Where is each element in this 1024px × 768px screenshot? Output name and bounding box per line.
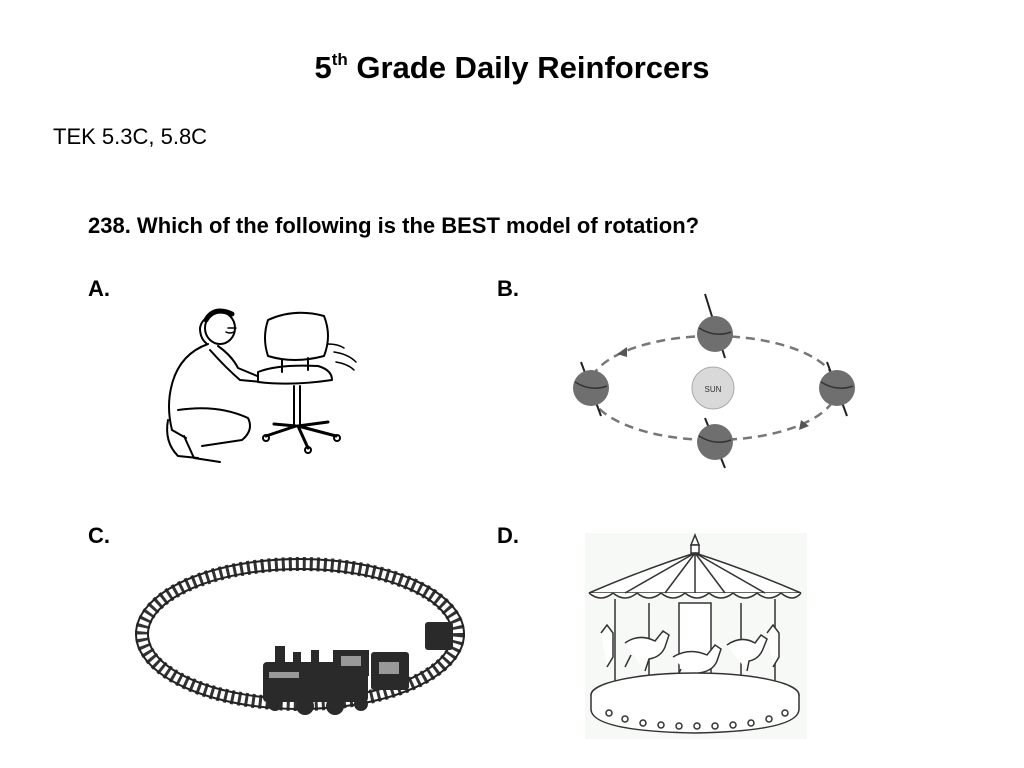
toy-train-picture	[135, 557, 465, 715]
title-superscript: th	[331, 50, 348, 69]
page-title: 5th Grade Daily Reinforcers	[0, 50, 1024, 86]
spinning-chair-picture	[166, 308, 357, 463]
option-c-label: C.	[88, 523, 110, 548]
title-number: 5	[314, 50, 332, 85]
sun-label: SUN	[705, 385, 722, 394]
option-d-label: D.	[497, 523, 519, 548]
carousel-picture	[585, 533, 807, 739]
orbit-diagram-picture: SUN	[573, 293, 855, 469]
title-text: Grade Daily Reinforcers	[347, 50, 710, 85]
option-a-label: A.	[88, 276, 110, 301]
tek-label: TEK 5.3C, 5.8C	[53, 124, 208, 149]
sun-icon	[691, 366, 735, 410]
option-b-label: B.	[497, 276, 519, 301]
question-text: 238. Which of the following is the BEST …	[88, 213, 700, 238]
